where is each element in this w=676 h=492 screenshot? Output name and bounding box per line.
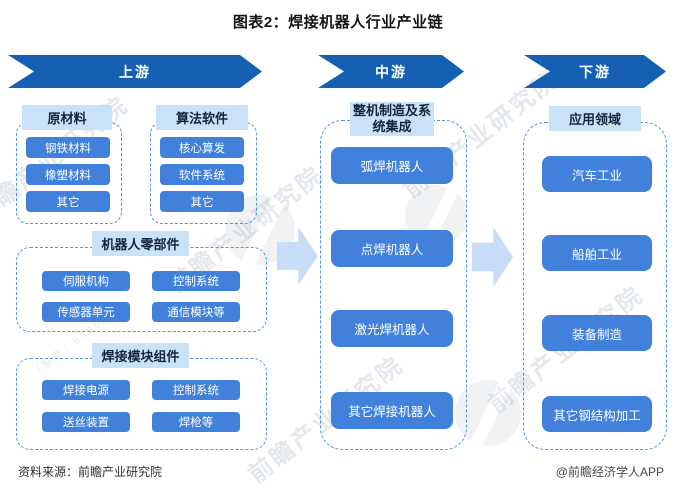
flow-arrow-icon	[277, 227, 318, 285]
chain-item: 伺服机构	[42, 271, 130, 291]
chain-item: 装备制造	[542, 315, 652, 351]
group-title-midstream: 整机制造及系统集成	[350, 102, 434, 136]
credit-note: @前瞻经济学人APP	[555, 465, 664, 479]
group-title-raw-materials: 原材料	[22, 105, 112, 130]
chain-item: 通信模块等	[152, 302, 240, 322]
chain-item: 激光焊机器人	[331, 310, 453, 347]
figure-title: 图表2：焊接机器人行业产业链	[232, 14, 444, 31]
chain-item: 点焊机器人	[331, 230, 453, 267]
group-title-robot-components: 机器人零部件	[92, 231, 189, 256]
chain-item: 焊接电源	[42, 380, 130, 400]
chain-item: 核心算发	[160, 137, 244, 158]
stage-banner-label: 中游	[375, 63, 407, 80]
stage-banner-downstream: 下游	[524, 55, 666, 88]
chain-item: 弧焊机器人	[331, 147, 453, 184]
stage-banner-midstream: 中游	[318, 55, 464, 88]
chain-item: 送丝装置	[42, 412, 130, 432]
chain-item: 控制系统	[152, 380, 240, 400]
chain-item: 软件系统	[160, 164, 244, 185]
source-note: 资料来源：前瞻产业研究院	[18, 465, 163, 479]
chain-item: 其它焊接机器人	[331, 392, 453, 429]
chain-item: 控制系统	[152, 271, 240, 291]
group-frame-welding-modules	[16, 358, 267, 450]
chain-item: 钢铁材料	[26, 137, 110, 158]
chain-item: 船舶工业	[542, 235, 652, 271]
chain-item: 其它钢结构加工	[542, 396, 652, 432]
stage-banner-upstream: 上游	[8, 55, 262, 88]
chain-item: 汽车工业	[542, 156, 652, 192]
chain-item: 其它	[160, 191, 244, 212]
group-title-algorithm-software: 算法软件	[156, 105, 248, 130]
group-title-downstream: 应用领域	[549, 106, 641, 131]
chain-item: 传感器单元	[42, 302, 130, 322]
stage-banner-label: 上游	[119, 63, 151, 80]
chain-item: 其它	[26, 191, 110, 212]
chain-item: 焊枪等	[152, 412, 240, 432]
chain-item: 橡塑材料	[26, 164, 110, 185]
group-title-welding-modules: 焊接模块组件	[92, 343, 189, 368]
flow-arrow-icon	[472, 227, 513, 287]
stage-banner-label: 下游	[579, 63, 611, 80]
